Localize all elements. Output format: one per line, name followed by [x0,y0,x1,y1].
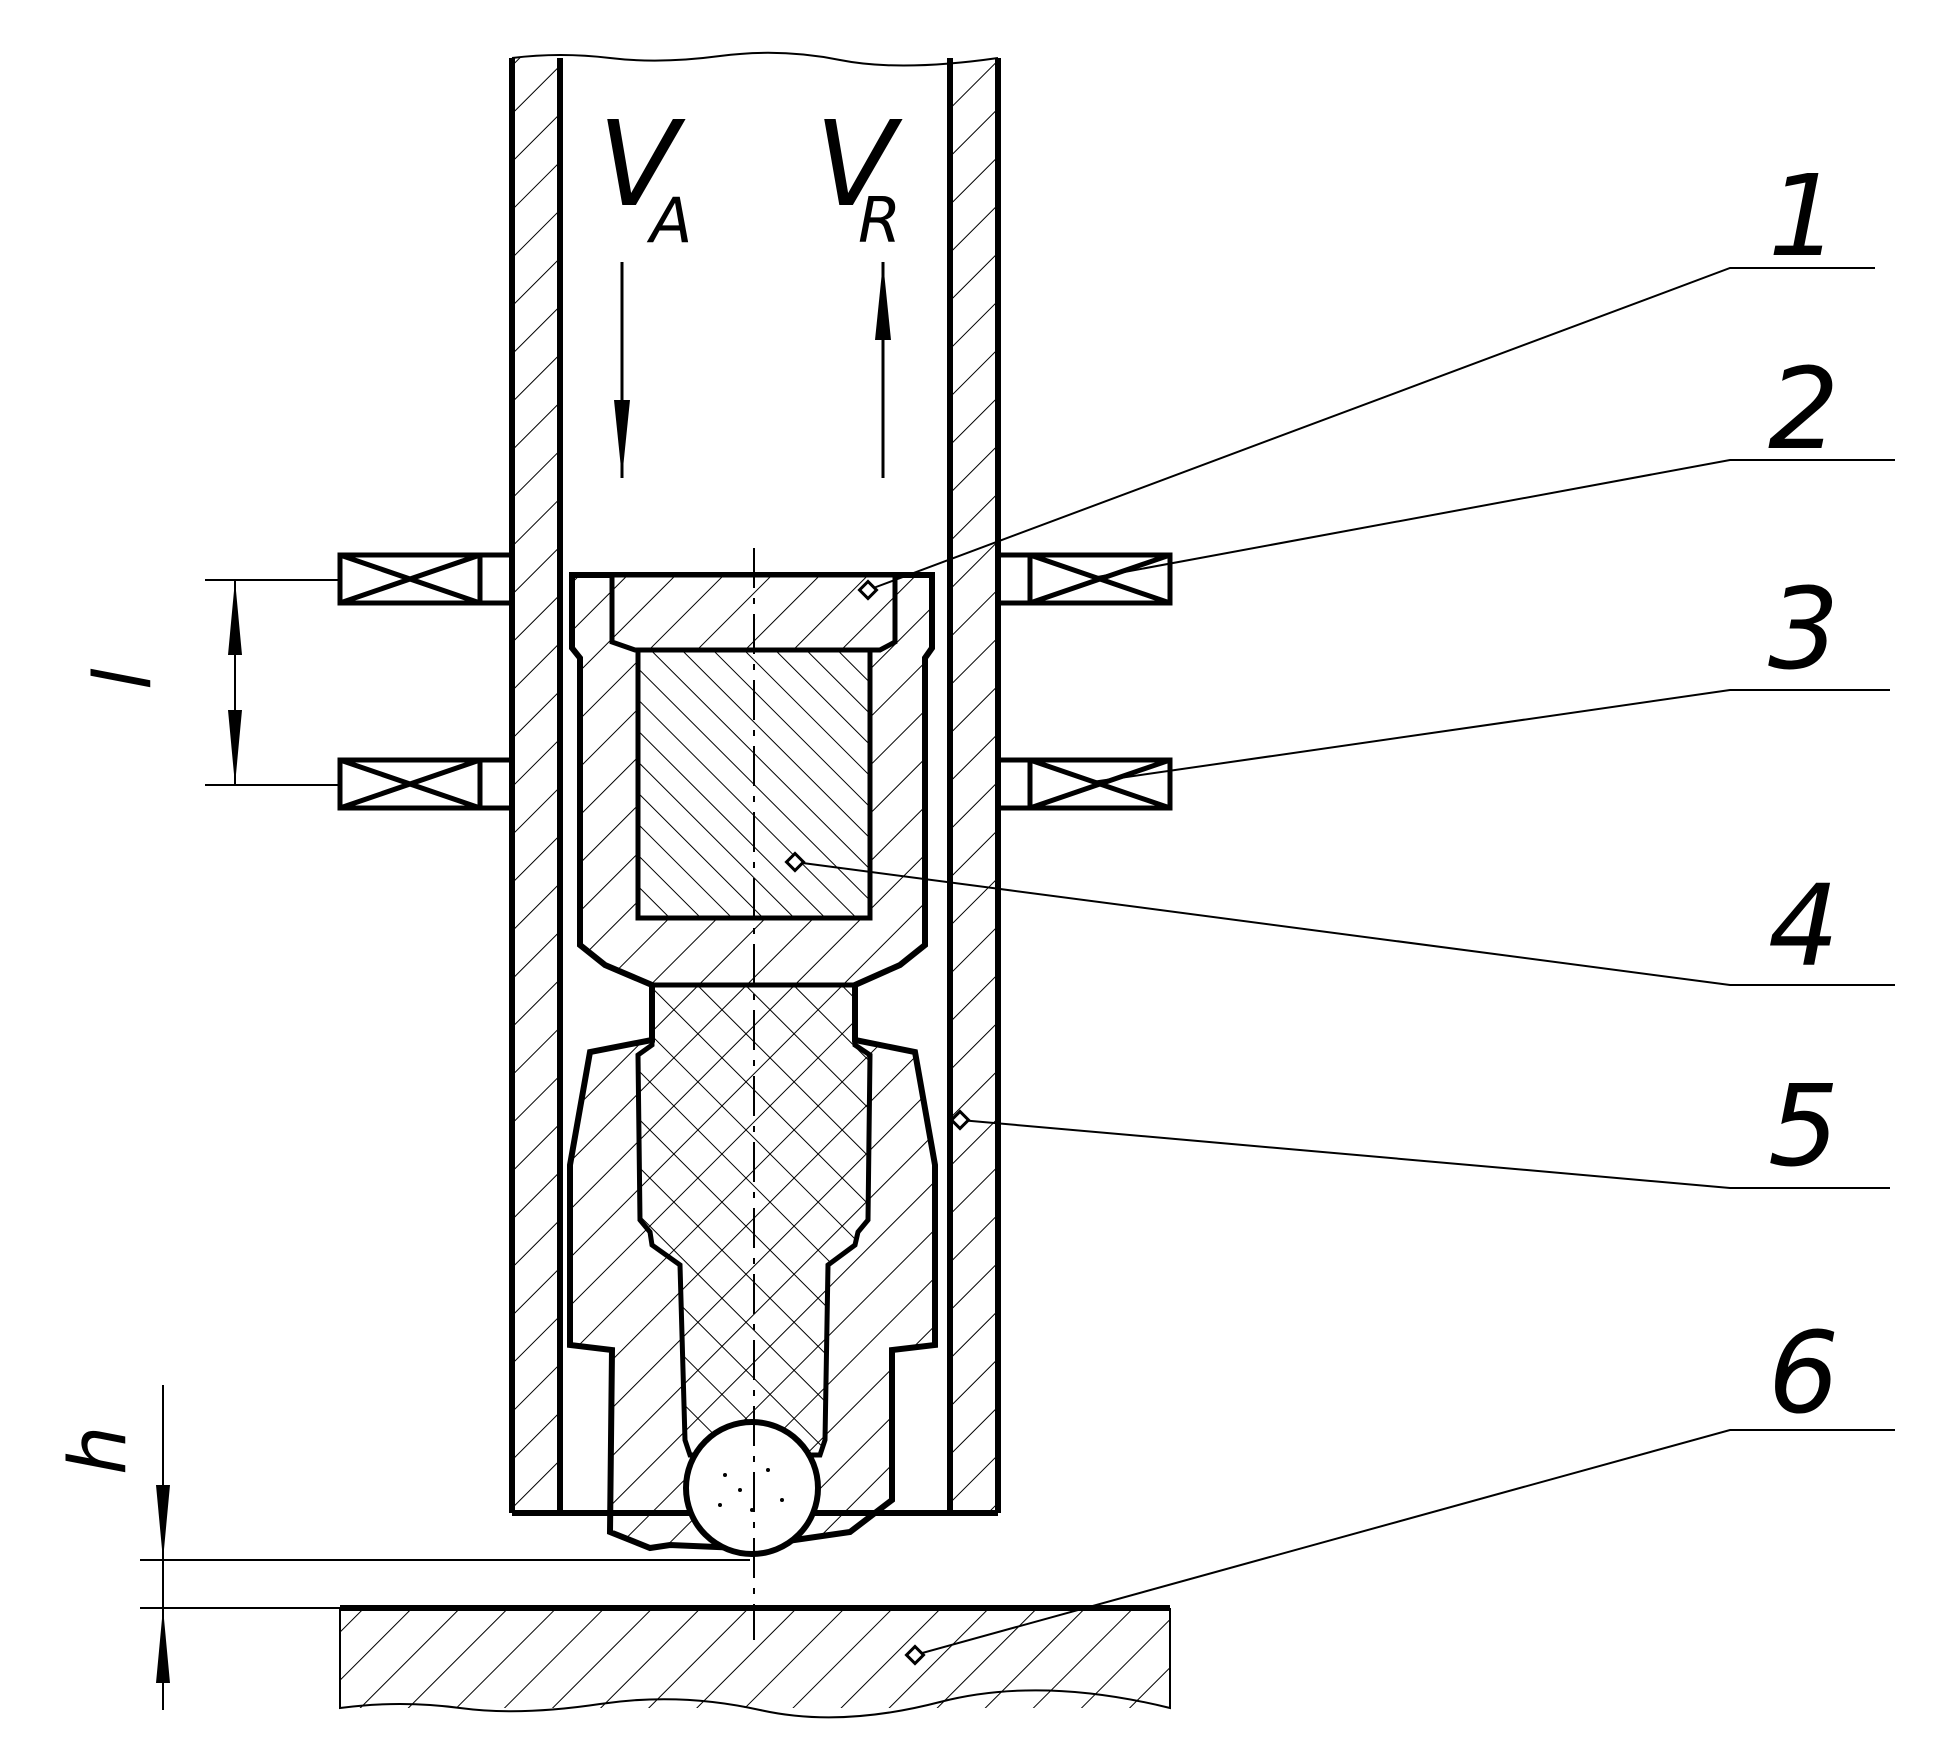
tube-wall-right [947,58,1001,1513]
bearing-left-upper [337,552,515,606]
callout-3: 3 [1768,565,1839,695]
arrow-vr [875,262,891,478]
workpiece-break [339,1608,1171,1719]
label-va: V [598,95,686,233]
tube-wall-left [509,58,563,1513]
callout-4: 4 [1768,862,1839,992]
label-vr-sub: R [858,184,901,257]
callout-1: 1 [1768,152,1839,282]
label-dim-l: l [79,668,169,690]
label-va-sub: A [646,184,692,257]
bearing-left-lower [337,757,515,811]
callout-2: 2 [1768,345,1839,475]
leader-dots [784,579,971,1666]
label-vr: V [815,95,903,233]
cap-nut-hatch [612,575,895,650]
callout-6: 6 [1768,1309,1839,1439]
dimension-l [205,579,340,786]
tube-break-line [511,51,999,67]
dimension-h [140,1385,750,1710]
bearing-right-lower [995,757,1173,811]
arrow-va [614,262,630,478]
callout-5: 5 [1768,1062,1839,1192]
workpiece [340,1608,1170,1708]
leaders [794,267,1895,1656]
ball-tip [683,1419,821,1557]
bearing-right-upper [995,552,1173,606]
ball-dots [718,1468,784,1512]
label-dim-h: h [54,1426,144,1475]
